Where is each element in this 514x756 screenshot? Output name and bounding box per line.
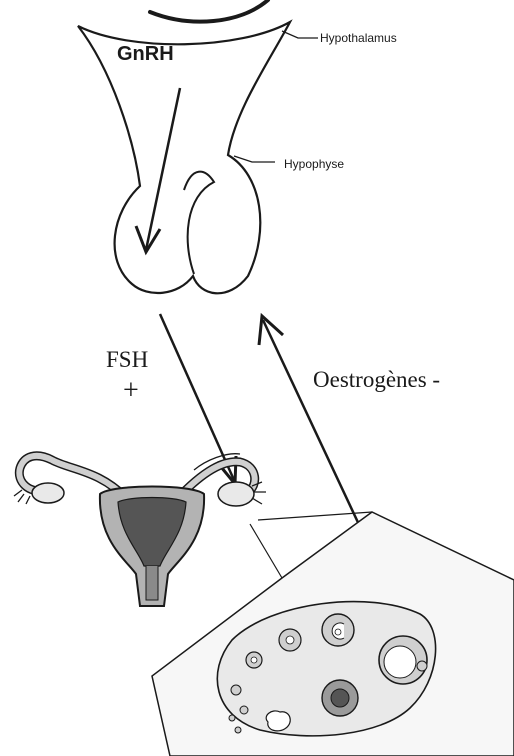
ovary-inset [152,512,514,756]
hypothalamus-arc [150,0,268,22]
gnrh-label: GnRH [117,43,174,65]
fsh-effect-label: + [123,375,139,406]
hypothalamus-leader [282,31,318,38]
pituitary-gland [78,22,290,293]
oestrogen-arrowhead [259,316,283,345]
hypophyse-label: Hypophyse [284,157,344,171]
zoom-line-left [250,524,282,578]
fsh-label: FSH [106,347,148,372]
oestrogenes-label: Oestrogènes - [313,367,440,392]
hypophyse-leader [234,156,275,162]
hypothalamus-label: Hypothalamus [320,31,397,45]
